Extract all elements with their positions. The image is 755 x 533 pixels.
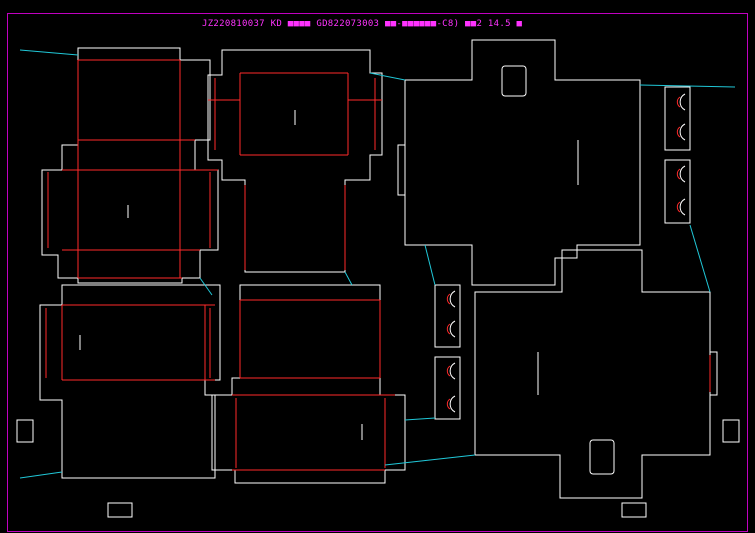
leader-lines (19, 49, 736, 479)
registration-mark-bottom-right (621, 502, 647, 518)
insert-strip-center (434, 284, 461, 420)
box-net-3 (39, 284, 221, 479)
box-net-6 (474, 249, 718, 499)
registration-mark-left (16, 419, 34, 443)
box-net-1 (41, 47, 219, 284)
insert-strip-right (664, 86, 691, 224)
drawing-border (7, 13, 748, 532)
drawing-title: JZ220810037 KD ■■■■ GD822073003 ■■-■■■■■… (202, 19, 523, 29)
box-net-2 (207, 49, 383, 273)
registration-mark-bottom-left (107, 502, 133, 518)
box-net-5 (397, 39, 641, 286)
box-net-4 (211, 284, 406, 484)
registration-mark-right (722, 419, 740, 443)
